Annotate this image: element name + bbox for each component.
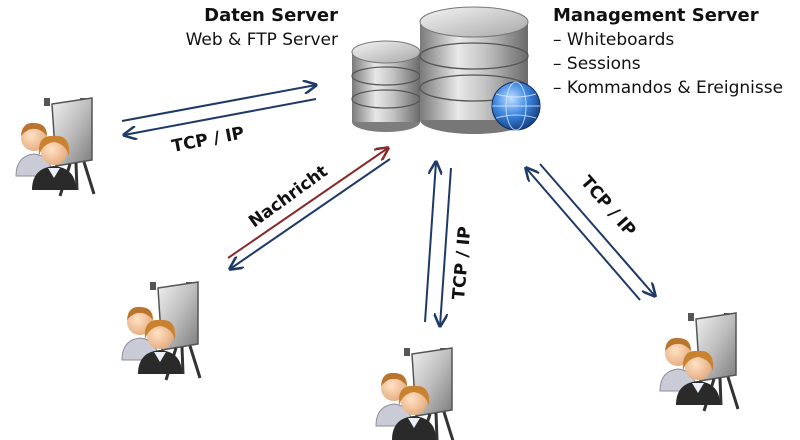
arrow-server-to-mid-left	[230, 158, 391, 269]
management-item-sessions: – Sessions	[553, 54, 641, 74]
management-item-whiteboards: – Whiteboards	[553, 30, 675, 50]
client-bottom-center-icon	[374, 346, 456, 440]
client-top-left-icon	[14, 96, 96, 198]
arrow-bottom-center-to-server	[424, 162, 436, 323]
data-server-subtitle: Web & FTP Server	[185, 30, 338, 50]
right-link-label: TCP / IP	[576, 172, 639, 240]
arrow-server-to-top-left	[124, 98, 317, 135]
arrow-server-to-right	[539, 163, 655, 296]
top-left-link-label: TCP / IP	[170, 123, 246, 157]
management-server-caption: Management Server – Whiteboards – Sessio…	[553, 4, 783, 100]
message-arrow	[227, 148, 388, 259]
arrow-server-to-bottom-center	[440, 167, 452, 326]
client-mid-left-icon	[120, 280, 202, 382]
database-server-icon	[351, 6, 541, 134]
data-server-caption: Daten Server Web & FTP Server	[186, 4, 338, 52]
arrow-right-to-server	[526, 168, 641, 301]
management-server-title: Management Server	[553, 5, 759, 26]
management-item-commands: – Kommandos & Ereignisse	[553, 78, 784, 98]
center-link-label: TCP / IP	[449, 226, 475, 301]
small-server-icon	[351, 40, 421, 132]
data-server-title: Daten Server	[204, 5, 338, 26]
arrow-top-left-to-server	[121, 85, 316, 122]
client-right-icon	[658, 311, 740, 413]
globe-icon	[491, 81, 541, 131]
